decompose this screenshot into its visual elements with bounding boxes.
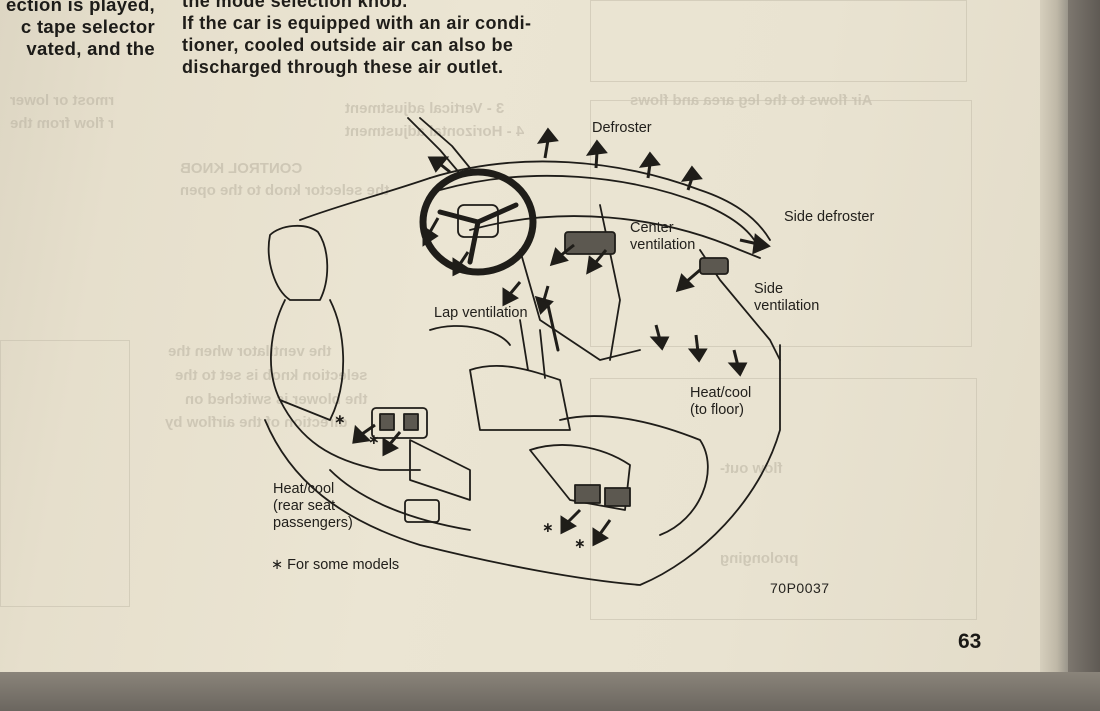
manual-page xyxy=(0,0,1068,680)
side-ventilation-arrow xyxy=(675,268,701,293)
label-lap-ventilation: Lap ventilation xyxy=(434,305,528,321)
paragraph-line: If the car is equipped with an air condi… xyxy=(182,13,532,33)
label-line: (to floor) xyxy=(690,402,744,418)
label-line: ventilation xyxy=(630,237,696,253)
label-side-defroster: Side defroster xyxy=(784,209,875,225)
paragraph-line: the mode selection knob. xyxy=(182,0,408,11)
asterisk-mark: ∗ xyxy=(574,536,586,552)
floor-arrow xyxy=(727,349,748,377)
label-defroster: Defroster xyxy=(592,120,652,136)
page-number: 63 xyxy=(958,630,982,653)
rear-seat-arrow xyxy=(382,431,402,457)
label-line: Center xyxy=(630,220,674,236)
rear-seat-arrow xyxy=(352,423,376,444)
paragraph-line: discharged through these air outlet. xyxy=(182,57,504,77)
label-side-ventilation: Side ventilation xyxy=(754,281,819,315)
left-line: c tape selector xyxy=(20,16,155,37)
center-ventilation-arrow xyxy=(586,249,608,275)
rear-seat-arrow xyxy=(592,519,612,547)
asterisk-mark: ∗ xyxy=(334,412,346,428)
figure-code: 70P0037 xyxy=(770,580,830,596)
label-heat-cool-rear: Heat/cool (rear seat passengers) xyxy=(273,481,353,532)
left-line: vated, and the xyxy=(26,38,155,59)
left-column-text: ection is played, c tape selector vated,… xyxy=(0,0,170,60)
defroster-arrow xyxy=(680,165,703,191)
label-center-ventilation: Center ventilation xyxy=(630,220,695,254)
defroster-arrow xyxy=(585,139,608,169)
floor-arrow xyxy=(687,334,708,363)
rear-seat-arrow xyxy=(560,508,582,535)
center-ventilation-arrow xyxy=(452,251,470,277)
left-line: ection is played, xyxy=(5,0,155,15)
label-line: Heat/cool xyxy=(273,481,335,497)
label-line: ventilation xyxy=(754,298,820,314)
paragraph-line: tioner, cooled outside air can also be xyxy=(182,35,514,55)
label-line: Heat/cool xyxy=(690,385,752,401)
background-shadow xyxy=(1068,0,1100,711)
lap-ventilation-arrow xyxy=(502,281,522,307)
label-line: (rear seat xyxy=(273,498,336,514)
air-outlet-paragraph: the mode selection knob. If the car is e… xyxy=(182,0,582,78)
page-edge xyxy=(1040,0,1068,680)
center-ventilation-arrow xyxy=(422,217,440,247)
defroster-arrow xyxy=(427,156,451,174)
side-defroster-arrow xyxy=(739,233,771,255)
footnote-some-models: ∗ For some models xyxy=(271,557,400,573)
floor-arrow xyxy=(649,324,670,351)
asterisk-mark: ∗ xyxy=(542,520,554,536)
bleed-through-box xyxy=(590,0,967,82)
center-ventilation-arrow xyxy=(549,243,575,267)
desk-surface xyxy=(0,672,1100,711)
asterisk-mark: ∗ xyxy=(368,432,380,448)
bleed-through-box xyxy=(0,340,130,607)
label-heat-cool-floor: Heat/cool (to floor) xyxy=(690,385,751,419)
label-line: passengers) xyxy=(273,515,353,531)
lap-ventilation-arrow xyxy=(534,285,554,315)
defroster-arrow xyxy=(638,151,661,179)
bleed-through-box xyxy=(590,100,972,347)
label-line: Side xyxy=(754,281,784,297)
defroster-arrow xyxy=(536,127,559,159)
